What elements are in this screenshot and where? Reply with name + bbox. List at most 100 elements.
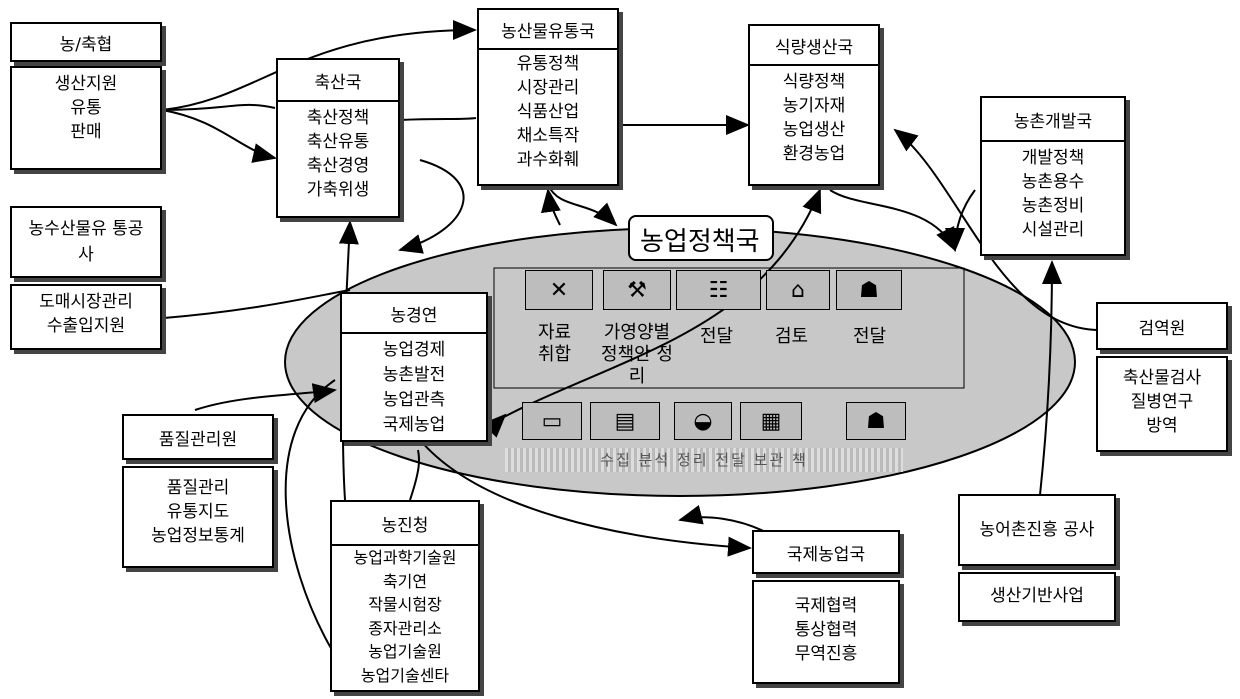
gukje-header: 국제농업국 xyxy=(786,544,866,565)
cross-tools-icon: ✕ xyxy=(525,270,593,310)
list-item: 생산기반사업 xyxy=(990,586,1084,606)
person-icon: ☗ xyxy=(846,402,906,440)
geomyeok-items: 축산물검사 질병연구 방역 xyxy=(1098,358,1226,438)
link-nongsanmul-title xyxy=(547,184,618,227)
nongeochon-header: 농어촌진흥 공사 xyxy=(979,520,1095,540)
process-label-5: 전달 xyxy=(853,326,887,347)
meeting-icon: ☷ xyxy=(676,270,761,310)
nonggyeong-items: 농업경제 농촌발전 농업관측 국제농업 xyxy=(342,334,486,438)
nongsanmul-box: 농산물유통국 유통정책 시장관리 식품산업 채소특작 과수화훼 xyxy=(477,8,619,186)
link-nongeochon-nongchon xyxy=(1039,260,1062,496)
link-title-nongsanmul xyxy=(541,188,561,226)
car-icon: ◒ xyxy=(674,402,732,440)
vehicle-icon: ▭ xyxy=(522,402,582,440)
list-item: 축산물검사 xyxy=(1122,368,1202,388)
list-item: 식품산업 xyxy=(516,102,580,122)
sikryang-items: 식량정책 농기자재 농업생산 환경농업 xyxy=(750,66,878,166)
list-item: 종자관리소 xyxy=(368,618,442,638)
nongsanmul-header: 농산물유통국 xyxy=(479,10,617,50)
link-nongchon-ellipse xyxy=(945,189,976,252)
list-item: 시설관리 xyxy=(1021,220,1085,240)
truck-icon: ▦ xyxy=(740,402,802,440)
nonggyeong-header: 농경연 xyxy=(342,294,486,334)
reading-icon: ▤ xyxy=(590,402,660,440)
nongsusan-items: 도매시장관리 수출입지원 xyxy=(12,286,160,338)
list-item: 가축위생 xyxy=(306,180,370,200)
list-item: 농업관측 xyxy=(382,390,446,410)
nongsanmul-items: 유통정책 시장관리 식품산업 채소특작 과수화훼 xyxy=(479,50,617,172)
list-item: 유통정책 xyxy=(516,54,580,74)
list-item: 농촌정비 xyxy=(1021,196,1085,216)
process-label-4: 검토 xyxy=(775,326,809,347)
nongeochon-items: 생산기반사업 xyxy=(960,574,1114,608)
list-item: 농촌발전 xyxy=(382,365,446,385)
list-item: 품질관리 xyxy=(166,478,230,498)
link-nongjin-curve xyxy=(284,379,336,651)
list-item: 축산경영 xyxy=(306,156,370,176)
list-item: 농업기술센타 xyxy=(360,665,450,685)
list-item: 유통 xyxy=(70,98,102,118)
nongjin-header: 농진청 xyxy=(332,502,478,546)
process-panel xyxy=(493,267,965,389)
list-item: 유통지도 xyxy=(166,502,230,522)
nongchon-items: 개발정책 농촌용수 농촌정비 시설관리 xyxy=(982,142,1124,242)
list-item: 농기자재 xyxy=(782,96,846,116)
desk-icon: ⌂ xyxy=(766,270,830,310)
chuksan-items: 축산정책 축산유통 축산경영 가축위생 xyxy=(278,102,398,202)
process-label-3: 전달 xyxy=(700,326,734,347)
link-nonghyup-chuksan2 xyxy=(161,103,276,111)
list-item: 통상협력 xyxy=(794,620,858,640)
link-chuksan-nongsanmul xyxy=(399,117,477,121)
list-item: 수출입지원 xyxy=(46,316,126,336)
list-item: 개발정책 xyxy=(1021,148,1085,168)
link-nongsusan-ellipse xyxy=(163,289,351,319)
person-icon: ☗ xyxy=(836,270,902,310)
pumjil-header: 품질관리원 xyxy=(158,429,238,450)
nongjin-items: 농업과학기술원 축기연 작물시험장 종자관리소 농업기술원 농업기술센타 xyxy=(332,546,478,687)
list-item: 농업정보통계 xyxy=(151,526,245,546)
nongsusan-header: 농수산물유 통공사 xyxy=(28,219,144,265)
list-item: 작물시험장 xyxy=(368,595,442,614)
nongchon-box: 농촌개발국 개발정책 농촌용수 농촌정비 시설관리 xyxy=(980,96,1126,256)
list-item: 축산정책 xyxy=(306,108,370,128)
chuksan-header: 축산국 xyxy=(278,60,398,102)
list-item: 농업경제 xyxy=(382,340,446,360)
link-nonghyup-chuksan xyxy=(161,109,277,163)
list-item: 도매시장관리 xyxy=(39,292,133,312)
link-nongjin-ellipse xyxy=(409,449,420,501)
nonggyeong-box: 농경연 농업경제 농촌발전 농업관측 국제농업 xyxy=(340,292,488,442)
sikryang-box: 식량생산국 식량정책 농기자재 농업생산 환경농업 xyxy=(748,24,880,186)
worker-icon: ⚒ xyxy=(603,270,671,310)
list-item: 농업생산 xyxy=(782,120,846,140)
link-pumjil-ellipse xyxy=(194,383,337,411)
nonghyup-header: 농/축협 xyxy=(59,34,113,55)
link-sikryang-ellipse xyxy=(829,189,956,252)
list-item: 농업기술원 xyxy=(368,642,442,661)
process-label-2: 가영양별 정책안 정리 xyxy=(601,322,673,387)
list-item: 방역 xyxy=(1146,416,1178,436)
list-item: 농업과학기술원 xyxy=(353,548,457,567)
process-label-1: 자료 취합 xyxy=(538,322,572,365)
gukje-items: 국제협력 통상협력 무역진흥 xyxy=(754,582,898,666)
list-item: 채소특작 xyxy=(516,126,580,146)
list-item: 국제농업 xyxy=(382,415,446,435)
list-item: 생산지원 xyxy=(54,74,118,94)
nongchon-header: 농촌개발국 xyxy=(982,98,1124,142)
list-item: 축기연 xyxy=(382,571,428,591)
sikryang-header: 식량생산국 xyxy=(750,26,878,66)
list-item: 농촌용수 xyxy=(1021,172,1085,192)
process-bottom-caption: 수집 분석 정리 전달 보관 책 xyxy=(505,448,903,472)
policy-bureau-title: 농업정책국 xyxy=(628,215,774,261)
link-nonggyeong-left xyxy=(482,413,507,438)
chuksan-box: 축산국 축산정책 축산유통 축산경영 가축위생 xyxy=(276,58,400,218)
geomyeok-header: 검역원 xyxy=(1138,318,1186,339)
nongjin-box: 농진청 농업과학기술원 축기연 작물시험장 종자관리소 농업기술원 농업기술센타 xyxy=(330,500,480,692)
list-item: 국제협력 xyxy=(794,596,858,616)
list-item: 과수화훼 xyxy=(516,150,580,170)
list-item: 축산유통 xyxy=(306,132,370,152)
nonghyup-items: 생산지원 유통 판매 xyxy=(12,68,160,144)
list-item: 식량정책 xyxy=(782,72,846,92)
list-item: 무역진흥 xyxy=(794,644,858,664)
link-ellipse-gukje xyxy=(419,439,752,557)
list-item: 시장관리 xyxy=(516,78,580,98)
